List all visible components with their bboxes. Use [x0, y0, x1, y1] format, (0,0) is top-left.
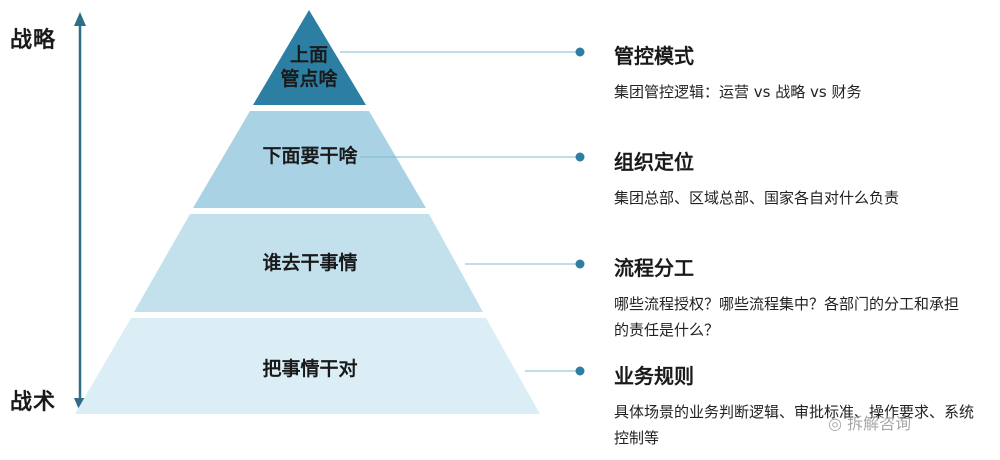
connector-dot — [575, 366, 585, 376]
connector-4 — [525, 366, 585, 376]
tier-3-description-block: 流程分工 哪些流程授权？哪些流程集中？各部门的分工和承担的责任是什么？ — [614, 252, 959, 344]
connector-2 — [360, 152, 585, 162]
tier-2-label: 下面要干啥 — [240, 145, 380, 169]
connector-dot — [575, 152, 585, 162]
tier-1-description-block: 管控模式 集团管控逻辑：运营 vs 战略 vs 财务 — [614, 40, 861, 105]
strategy-tactics-axis — [74, 12, 86, 412]
connector-3 — [465, 259, 585, 269]
tier-3-desc: 哪些流程授权？哪些流程集中？各部门的分工和承担的责任是什么？ — [614, 295, 960, 340]
wechat-icon: ◎ — [828, 414, 842, 433]
tier-3-label: 谁去干事情 — [240, 252, 380, 276]
watermark-text: 拆解咨询 — [847, 414, 912, 433]
tier-3-shape — [134, 214, 483, 312]
tier-4-title: 业务规则 — [614, 364, 694, 388]
tier-2-label-line-1: 下面要干啥 — [262, 145, 358, 167]
tier-1-label-line-1: 上面 — [289, 44, 328, 66]
watermark: ◎ 拆解咨询 — [828, 410, 911, 434]
axis-bottom-label: 战术 — [10, 390, 57, 415]
tier-4-description-block: 业务规则 具体场景的业务判断逻辑、审批标准、操作要求、系统控制等 — [614, 360, 974, 452]
tier-1-label-line-2: 管点啥 — [280, 67, 338, 90]
connector-1 — [340, 47, 585, 57]
tier-1-title: 管控模式 — [614, 44, 694, 68]
tier-4-label: 把事情干对 — [240, 358, 380, 382]
axis-arrow-up — [74, 12, 86, 26]
tier-3-label-line-1: 谁去干事情 — [262, 252, 358, 274]
tier-4-shape — [75, 318, 540, 414]
tier-2-description-block: 组织定位 集团总部、区域总部、国家各自对什么负责 — [614, 146, 899, 211]
tier-4-desc: 具体场景的业务判断逻辑、审批标准、操作要求、系统控制等 — [614, 403, 975, 448]
connector-dot — [575, 47, 585, 57]
tier-4-label-line-1: 把事情干对 — [262, 358, 358, 380]
tier-1-shape — [253, 10, 366, 105]
tier-1-label: 上面 管点啥 — [259, 44, 359, 92]
tier-1-desc: 集团管控逻辑：运营 vs 战略 vs 财务 — [614, 83, 862, 101]
tier-2-title: 组织定位 — [614, 150, 694, 174]
connector-dot — [575, 259, 585, 269]
tier-2-desc: 集团总部、区域总部、国家各自对什么负责 — [614, 189, 900, 207]
tier-2-shape — [193, 111, 426, 208]
tier-3-title: 流程分工 — [614, 256, 694, 280]
axis-top-label: 战略 — [10, 28, 57, 53]
